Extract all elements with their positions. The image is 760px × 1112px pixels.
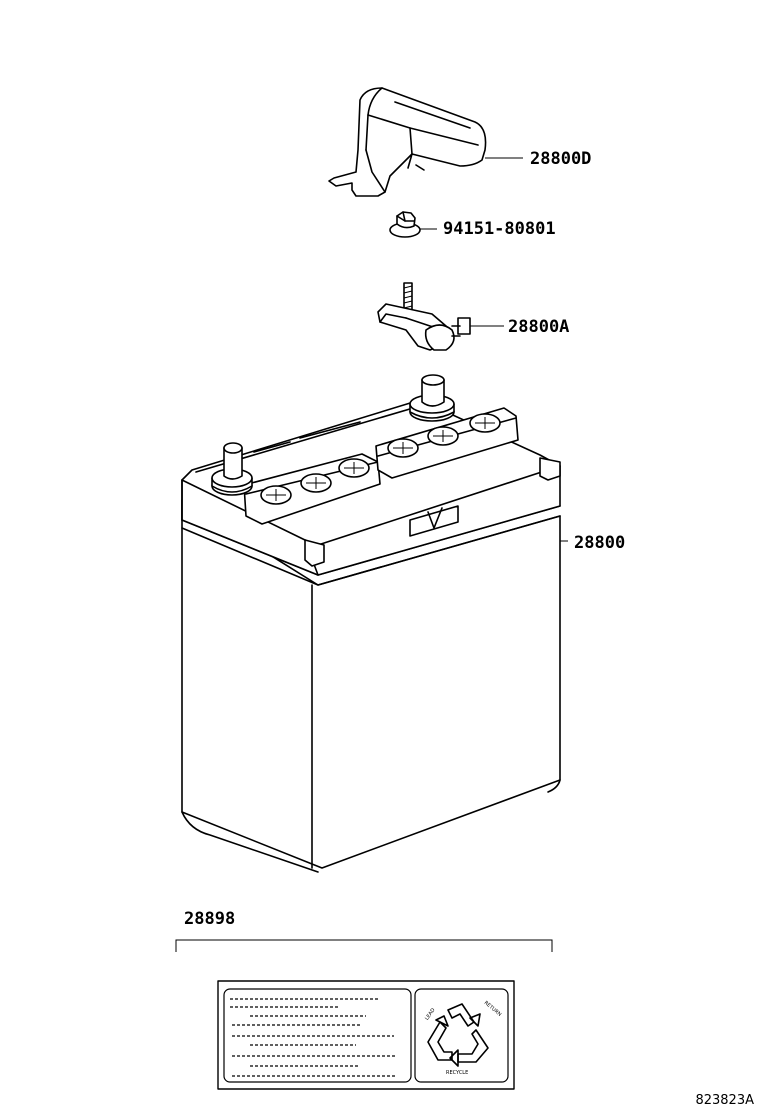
recycle-icon [427, 1003, 489, 1067]
recycle-text-recycle: RECYCLE [446, 1070, 468, 1076]
battery [181, 374, 561, 873]
part-label-28800a: 28800A [508, 317, 569, 337]
battery-post-right [409, 374, 455, 422]
terminal-cover [328, 87, 487, 197]
part-label-28800d: 28800D [530, 149, 591, 169]
caution-label-sticker: LEAD RETURN RECYCLE [217, 980, 515, 1090]
vent-caps-left [260, 458, 370, 505]
figure-code: 823823A [695, 1093, 754, 1108]
label-bracket [175, 939, 553, 952]
battery-post-left [211, 442, 253, 496]
part-label-28800: 28800 [574, 533, 625, 553]
label-fine-print [230, 998, 396, 1077]
part-label-94151-80801: 94151-80801 [443, 219, 556, 239]
vent-caps-right [387, 413, 501, 458]
terminal-clamp [377, 282, 471, 351]
part-label-28898: 28898 [184, 909, 235, 929]
flange-nut [389, 211, 421, 238]
